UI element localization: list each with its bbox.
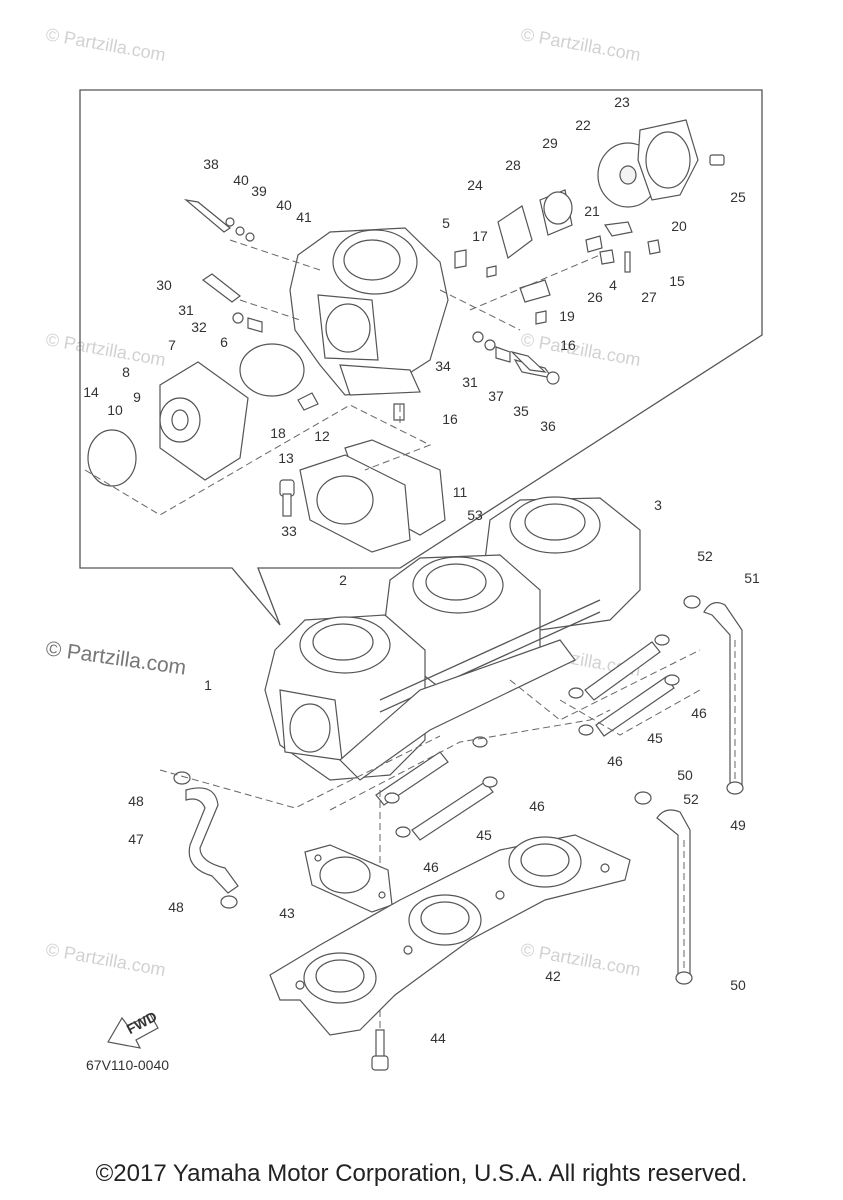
part-label-45: 45 xyxy=(647,730,663,746)
part-label-26: 26 xyxy=(587,289,603,305)
part-label-17: 17 xyxy=(472,228,488,244)
part-label-40: 40 xyxy=(233,172,249,188)
bolt-44 xyxy=(371,1029,389,1071)
part-label-42: 42 xyxy=(545,968,561,984)
part-label-19: 19 xyxy=(559,308,575,324)
partzilla-watermark: © Partzilla.com xyxy=(519,939,642,980)
part-label-34: 34 xyxy=(435,358,451,374)
part-label-8: 8 xyxy=(122,364,130,380)
part-label-16: 16 xyxy=(560,337,576,353)
part-label-48: 48 xyxy=(128,793,144,809)
part-label-33: 33 xyxy=(281,523,297,539)
hose-49 xyxy=(634,791,693,985)
part-label-14: 14 xyxy=(83,384,99,400)
carburetor-assembly xyxy=(264,496,641,781)
part-label-39: 39 xyxy=(251,183,267,199)
part-label-47: 47 xyxy=(128,831,144,847)
hose-47 xyxy=(173,771,239,909)
partzilla-watermark: © Partzilla.com xyxy=(519,329,642,370)
part-label-40: 40 xyxy=(276,197,292,213)
part-label-51: 51 xyxy=(744,570,760,586)
part-label-37: 37 xyxy=(488,388,504,404)
part-label-12: 12 xyxy=(314,428,330,444)
part-label-7: 7 xyxy=(168,337,176,353)
part-label-24: 24 xyxy=(467,177,483,193)
part-label-30: 30 xyxy=(156,277,172,293)
part-label-36: 36 xyxy=(540,418,556,434)
part-label-25: 25 xyxy=(730,189,746,205)
intake-manifold-42 xyxy=(269,834,631,1036)
part-label-11: 11 xyxy=(453,484,468,500)
part-label-52: 52 xyxy=(683,791,699,807)
part-number-labels: 1234567891011121314151616171819202122232… xyxy=(83,94,760,1046)
part-label-46: 46 xyxy=(529,798,545,814)
partzilla-watermark: © Partzilla.com xyxy=(519,24,642,65)
part-label-50: 50 xyxy=(730,977,746,993)
hose-51 xyxy=(683,595,744,795)
gasket-43 xyxy=(304,844,393,913)
partzilla-watermark: © Partzilla.com xyxy=(44,637,187,679)
diagram-code: 67V110-0040 xyxy=(86,1057,169,1073)
part-label-53: 53 xyxy=(467,507,483,523)
part-label-45: 45 xyxy=(476,827,492,843)
part-label-21: 21 xyxy=(584,203,600,219)
part-label-18: 18 xyxy=(270,425,286,441)
part-label-3: 3 xyxy=(654,497,662,513)
part-label-23: 23 xyxy=(614,94,630,110)
partzilla-watermark: © Partzilla.com xyxy=(44,24,167,65)
part-label-16: 16 xyxy=(442,411,458,427)
part-label-10: 10 xyxy=(107,402,123,418)
part-label-15: 15 xyxy=(669,273,685,289)
part-label-5: 5 xyxy=(442,215,450,231)
copyright-notice: ©2017 Yamaha Motor Corporation, U.S.A. A… xyxy=(95,1160,748,1187)
part-label-32: 32 xyxy=(191,319,207,335)
part-label-2: 2 xyxy=(339,572,347,588)
part-label-49: 49 xyxy=(730,817,746,833)
part-label-50: 50 xyxy=(677,767,693,783)
fwd-arrow-icon: FWD xyxy=(107,1008,159,1049)
parts-diagram: © Partzilla.com © Partzilla.com © Partzill… xyxy=(44,24,763,1073)
part-label-52: 52 xyxy=(697,548,713,564)
partzilla-watermark: © Partzilla.com xyxy=(44,939,167,980)
hose-45-lower xyxy=(375,751,494,841)
exploded-carburetor xyxy=(84,119,725,553)
part-label-46: 46 xyxy=(691,705,707,721)
part-label-38: 38 xyxy=(203,156,219,172)
part-label-20: 20 xyxy=(671,218,687,234)
part-label-13: 13 xyxy=(278,450,294,466)
part-label-31: 31 xyxy=(178,302,194,318)
part-label-46: 46 xyxy=(607,753,623,769)
partzilla-watermark: © Partzilla.com xyxy=(44,329,167,370)
part-label-27: 27 xyxy=(641,289,657,305)
callout-box xyxy=(79,89,763,626)
part-label-22: 22 xyxy=(575,117,591,133)
part-label-9: 9 xyxy=(133,389,141,405)
hose-45-upper xyxy=(584,641,675,737)
part-label-28: 28 xyxy=(505,157,521,173)
part-label-48: 48 xyxy=(168,899,184,915)
clamps-46 xyxy=(384,634,680,838)
part-label-35: 35 xyxy=(513,403,529,419)
part-label-43: 43 xyxy=(279,905,295,921)
part-label-31: 31 xyxy=(462,374,478,390)
part-label-44: 44 xyxy=(430,1030,446,1046)
part-label-29: 29 xyxy=(542,135,558,151)
part-label-6: 6 xyxy=(220,334,228,350)
part-label-46: 46 xyxy=(423,859,439,875)
part-label-4: 4 xyxy=(609,277,617,293)
part-label-41: 41 xyxy=(296,209,312,225)
part-label-1: 1 xyxy=(204,677,212,693)
